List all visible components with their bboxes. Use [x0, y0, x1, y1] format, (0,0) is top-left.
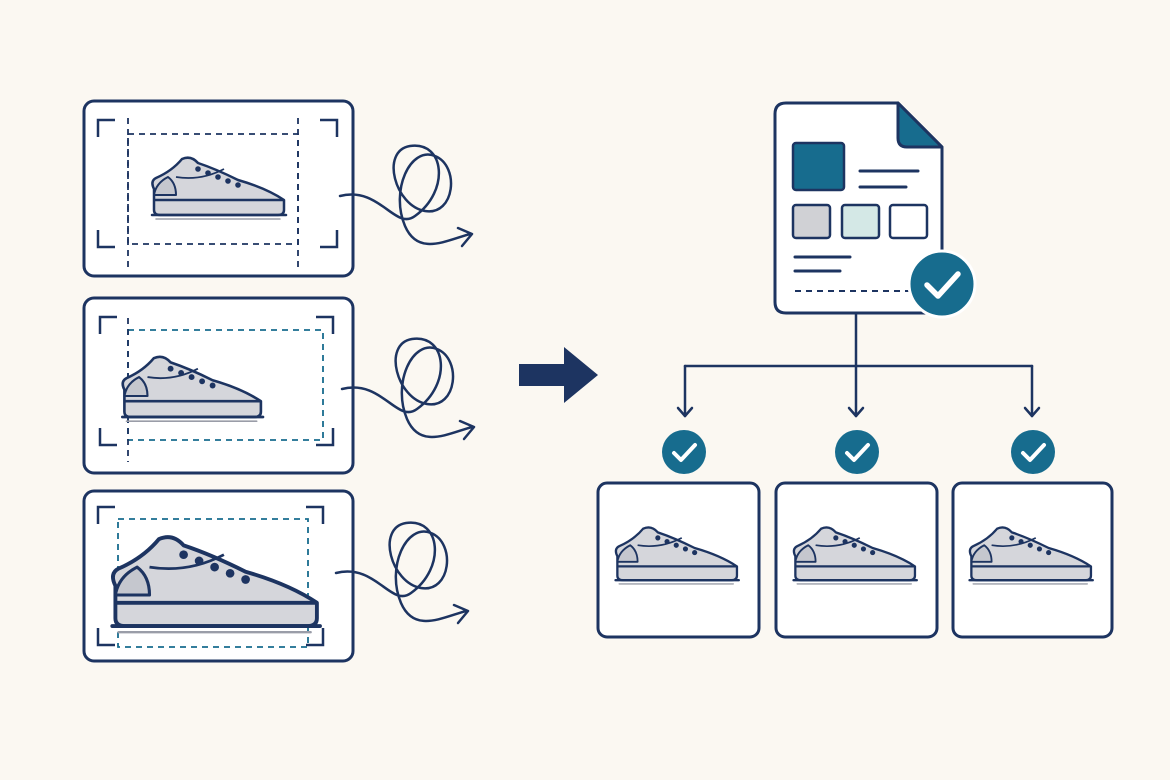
output-frame-3: [951, 481, 1114, 639]
check-circle-icon: [1009, 428, 1057, 476]
output-frame-2: [774, 481, 939, 639]
input-frame-2: [82, 296, 355, 475]
output-frames: [596, 481, 1114, 639]
document-icon: [773, 101, 944, 315]
check-circle-icon: [833, 428, 881, 476]
input-frames: [82, 99, 355, 663]
check-circle-icon: [660, 428, 708, 476]
output-frame-1: [596, 481, 761, 639]
tangled-arrow-icon: [340, 337, 476, 441]
crop-corners: [96, 118, 339, 249]
input-frame-3: [82, 489, 355, 663]
tangled-arrow-icon: [334, 521, 470, 625]
crop-corners: [98, 315, 335, 447]
right-arrow-icon: [519, 347, 598, 403]
crop-corners: [96, 505, 325, 647]
connector-tree: [676, 311, 1041, 418]
tangled-arrow-icon: [338, 144, 474, 248]
input-frame-1: [82, 99, 355, 278]
check-circle-icon: [907, 249, 977, 319]
tangled-arrows: [334, 144, 476, 625]
